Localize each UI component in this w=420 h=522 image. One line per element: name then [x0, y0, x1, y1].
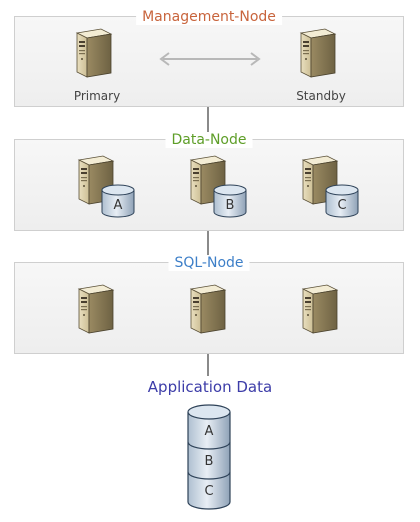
sql-node-panel: SQL-Node [14, 255, 404, 354]
connector-management-data [207, 107, 209, 139]
sql-server-icon-1 [75, 283, 115, 335]
application-data-cylinder-icon: A B C [187, 404, 231, 510]
disk-label-b: B [226, 198, 235, 213]
disk-icon-b: B [213, 184, 247, 218]
primary-label: Primary [73, 89, 121, 103]
disk-label-c: C [337, 198, 346, 213]
management-node-panel: Management-Node Primary Standby [14, 9, 404, 107]
connector-sql-application [207, 354, 209, 376]
application-data-title: Application Data [147, 378, 273, 396]
disk-label-a: A [114, 198, 123, 213]
management-node-title: Management-Node [136, 9, 282, 25]
standby-label: Standby [296, 89, 346, 103]
disk-icon-c: C [325, 184, 359, 218]
data-node-title: Data-Node [165, 132, 253, 148]
application-segment-c: C [204, 484, 213, 499]
sql-server-icon-2 [187, 283, 227, 335]
data-node-panel: Data-Node A B C [14, 132, 404, 231]
disk-icon-a: A [101, 184, 135, 218]
sql-node-title: SQL-Node [168, 255, 250, 271]
sql-server-icon-3 [299, 283, 339, 335]
application-segment-a: A [205, 424, 214, 439]
connector-data-sql [207, 231, 209, 262]
application-segment-b: B [205, 454, 214, 469]
primary-server-icon [73, 27, 113, 79]
bidirectional-arrow-icon [159, 52, 261, 66]
standby-server-icon [297, 27, 337, 79]
